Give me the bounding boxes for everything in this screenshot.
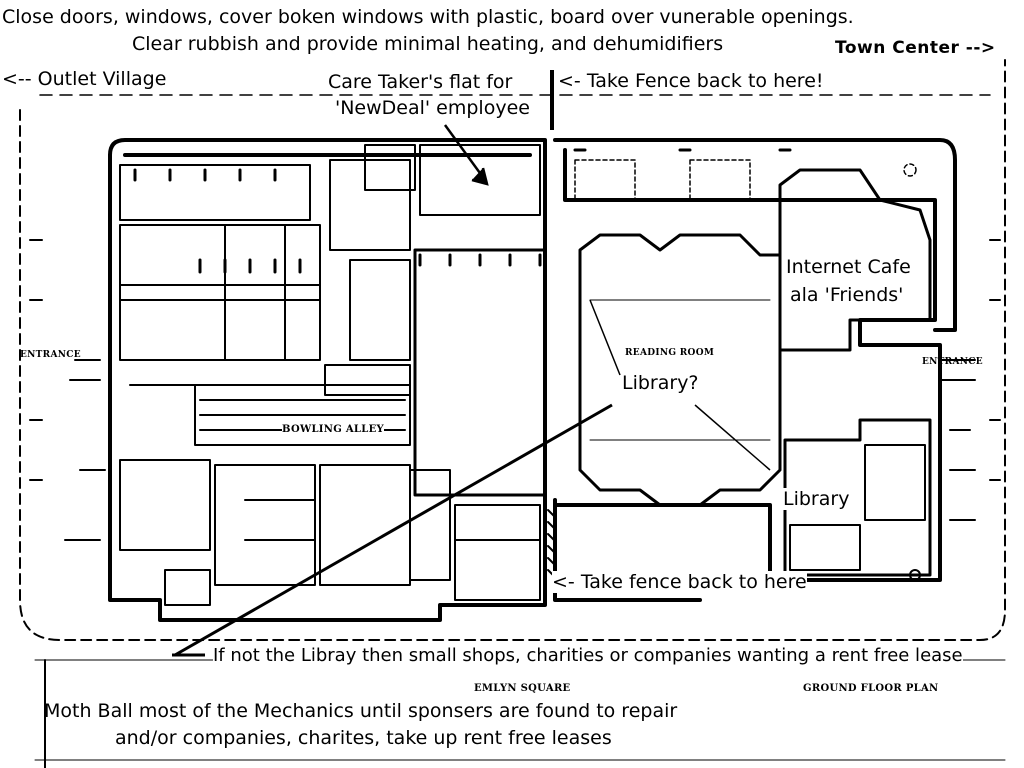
- reading-room-label: READING ROOM: [625, 348, 715, 358]
- emlyn-square-label: EMLYN SQUARE: [474, 683, 571, 694]
- library-question-pointer-left: [589, 299, 621, 376]
- fence-bottom-note: <- Take fence back to here: [552, 571, 807, 593]
- internet-cafe-label-2: ala 'Friends': [790, 284, 904, 306]
- outlet-village-direction: <-- Outlet Village: [2, 68, 167, 90]
- entrance-right-label: ENTRANCE: [922, 357, 983, 367]
- library-question-pointer-right: [694, 404, 771, 471]
- entrance-left-label: ENTRANCE: [20, 350, 81, 360]
- mothball-note-1: Moth Ball most of the Mechanics until sp…: [44, 700, 678, 722]
- structural-piers: [133, 148, 792, 274]
- mothball-note-2: and/or companies, charites, take up rent…: [115, 727, 612, 749]
- building-outer-walls: [108, 138, 957, 622]
- courtyard-planters: [574, 159, 917, 201]
- internet-cafe-block: [778, 168, 932, 352]
- caretaker-arrow: [443, 124, 487, 181]
- left-wing-rooms: [119, 144, 541, 396]
- instruction-line-1: Close doors, windows, cover boken window…: [2, 6, 854, 28]
- caretaker-arrow-head: [471, 167, 489, 186]
- caretaker-flat-label-2: 'NewDeal' employee: [335, 97, 530, 119]
- instruction-line-2: Clear rubbish and provide minimal heatin…: [132, 33, 724, 55]
- library-question-label: Library?: [622, 372, 699, 394]
- caretaker-flat-label-1: Care Taker's flat for: [328, 71, 513, 93]
- reading-room-outline: [578, 233, 782, 507]
- town-center-direction: Town Center -->: [835, 37, 996, 59]
- lower-rooms: [119, 459, 541, 606]
- central-hall: [413, 248, 547, 497]
- site-boundary: [19, 59, 1006, 641]
- internet-cafe-label-1: Internet Cafe: [786, 256, 911, 278]
- ground-floor-plan-label: GROUND FLOOR PLAN: [803, 683, 939, 694]
- fence-top-note: <- Take Fence back to here!: [558, 70, 824, 92]
- library-label: Library: [783, 488, 850, 510]
- shops-pointer-line: [174, 403, 613, 657]
- shops-alternative-note: If not the Libray then small shops, char…: [213, 645, 963, 667]
- bowling-alley-label: BOWLING ALLEY: [282, 424, 384, 435]
